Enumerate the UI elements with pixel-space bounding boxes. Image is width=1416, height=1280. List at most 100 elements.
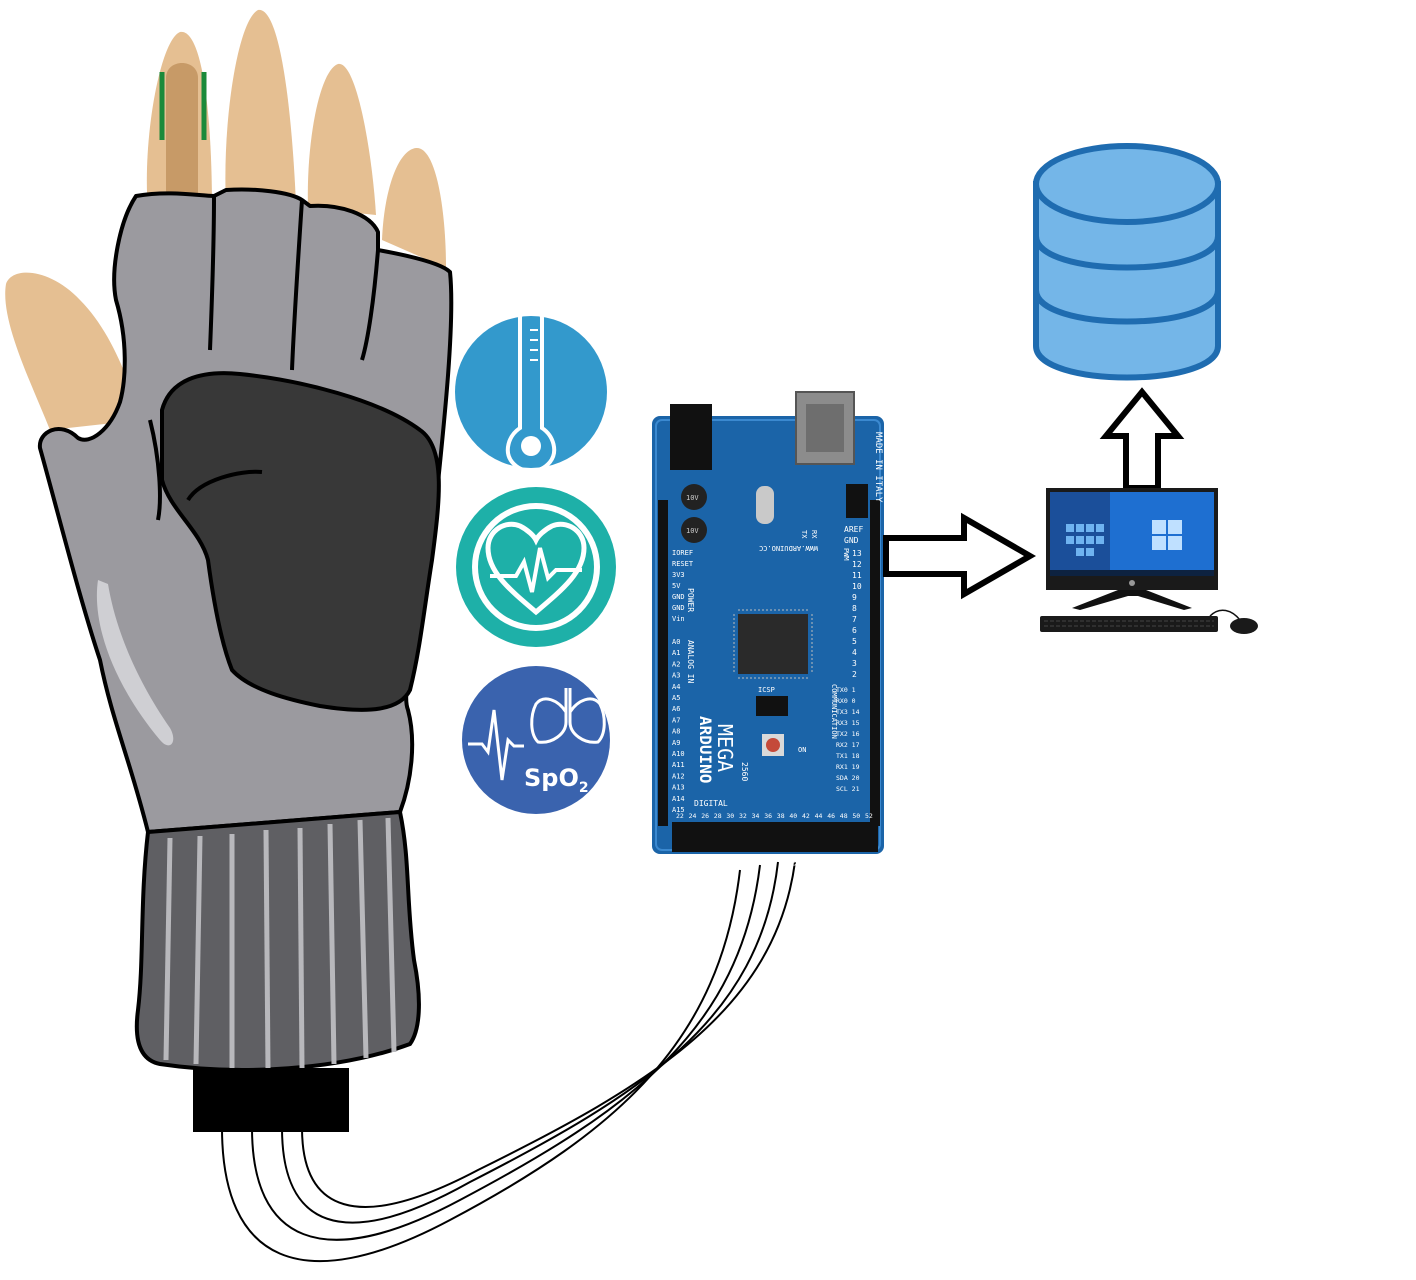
digital-pin-label: 26 — [701, 812, 709, 820]
cuff-ribbing — [163, 817, 397, 1071]
analog-pin-label: A11 — [672, 761, 685, 769]
analog-pin-label: A3 — [672, 672, 680, 680]
atmega-chip — [738, 614, 808, 674]
glove-palm-pad — [160, 371, 441, 712]
digital-pin-label: 25 — [689, 860, 695, 867]
start-menu-tiles — [1066, 524, 1104, 556]
arduino-brand-label: ARDUINO — [696, 716, 715, 783]
analog-pin-label: A5 — [672, 694, 680, 702]
digital-pin-label: 34 — [752, 812, 760, 820]
comm-pin-label: TX2 16 — [836, 730, 860, 738]
spo2-lungs-icon: SpO2 — [462, 666, 610, 814]
website-label: WWW.ARDUINO.CC — [759, 544, 818, 552]
capacitor-1 — [681, 484, 707, 510]
digital-pin-label: 49 — [840, 860, 846, 867]
gnd-label: GND — [844, 536, 859, 545]
header-strip-left — [658, 500, 668, 826]
spo2-subscript: 2 — [579, 780, 589, 796]
digital-pin-label: 40 — [789, 812, 797, 820]
digital-pin-label: 30 — [726, 812, 734, 820]
finger-little — [382, 147, 446, 268]
pwm-pin-label: 7 — [852, 615, 857, 624]
pwm-pin-label: 3 — [852, 659, 857, 668]
digital-pin-label: 46 — [827, 812, 835, 820]
icsp-label: ICSP — [758, 686, 775, 694]
wrist-connector-block — [193, 1068, 349, 1132]
header-strip-right — [870, 500, 880, 826]
digital-pin-label: 50 — [852, 812, 860, 820]
communication-section-label: COMMUNICATION — [830, 684, 838, 739]
pwm-pin-label: 6 — [852, 626, 857, 635]
pulse-sensor-on-finger — [166, 63, 198, 205]
digital-pin-label: 23 — [676, 860, 682, 867]
comm-pin-label: RX3 15 — [836, 719, 860, 727]
analog-pin-label: A10 — [672, 750, 685, 758]
finger-index — [146, 31, 212, 211]
analog-pin-label: A1 — [672, 649, 680, 657]
glove-highlight — [96, 580, 174, 746]
pwm-pin-label: 13 — [852, 549, 862, 558]
analog-pin-label: A12 — [672, 772, 685, 780]
digital-pin-label: 53 — [865, 860, 871, 867]
header-strip-bottom — [672, 822, 878, 852]
monitor-brand-logo — [1129, 580, 1135, 586]
arduino-mega-board: 10V 10V ICSP MADE IN ITALY WWW.ARDUINO.C… — [652, 391, 884, 867]
mouse-cable — [1209, 609, 1241, 621]
on-led-label: ON — [798, 746, 806, 754]
comm-pin-label: TX1 18 — [836, 752, 860, 760]
desktop-computer — [1040, 488, 1258, 634]
pwm-pin-label: 8 — [852, 604, 857, 613]
icsp-header-bottom — [756, 696, 788, 716]
analog-section-label: ANALOG IN — [686, 640, 695, 684]
arduino-model-number: 2560 — [740, 762, 749, 781]
digital-section-label: DIGITAL — [694, 799, 728, 808]
spo2-text: SpO — [524, 764, 579, 792]
digital-pin-label: 29 — [714, 860, 720, 867]
thumb — [5, 272, 140, 430]
digital-pin-label: 51 — [852, 860, 858, 867]
digital-pin-label: 43 — [802, 860, 808, 867]
svg-text:SpO2: SpO2 — [524, 764, 589, 796]
power-pin-label: GND — [672, 593, 685, 601]
digital-pin-label: 24 — [689, 812, 697, 820]
analog-pin-label: A13 — [672, 784, 685, 792]
palm-pad-crease — [186, 469, 263, 502]
windows-logo-icon — [1152, 520, 1182, 550]
digital-pin-label: 48 — [840, 812, 848, 820]
finger-ring — [307, 63, 376, 215]
digital-pin-label: 45 — [815, 860, 821, 867]
power-pin-label: Vin — [672, 615, 685, 623]
digital-pin-label: 47 — [827, 860, 833, 867]
arrow-arduino-to-computer — [883, 512, 1037, 600]
hand-with-glove — [5, 9, 454, 1132]
digital-pin-label: 31 — [726, 860, 732, 867]
crystal-oscillator — [756, 486, 774, 524]
mouse — [1230, 618, 1258, 634]
analog-pin-label: A9 — [672, 739, 680, 747]
power-jack — [670, 404, 712, 470]
comm-pin-label: TX0 1 — [836, 686, 856, 694]
digital-pin-label: 33 — [739, 860, 745, 867]
power-section-label: POWER — [686, 588, 695, 612]
aref-label: AREF — [844, 525, 863, 534]
made-in-italy-label: MADE IN ITALY — [873, 432, 883, 503]
pwm-pin-label: 10 — [852, 582, 862, 591]
pwm-pin-label: 5 — [852, 637, 857, 646]
capacitor-2 — [681, 517, 707, 543]
finger-middle — [225, 9, 296, 205]
rx-led-label: RX — [810, 530, 818, 539]
digital-pin-label: 37 — [764, 860, 770, 867]
taskbar — [1050, 570, 1214, 576]
digital-pin-label: 52 — [865, 812, 873, 820]
comm-pin-label: RX1 19 — [836, 763, 860, 771]
monitor-stand — [1072, 590, 1192, 610]
analog-pin-label: A4 — [672, 683, 680, 691]
analog-pin-label: A15 — [672, 806, 685, 814]
